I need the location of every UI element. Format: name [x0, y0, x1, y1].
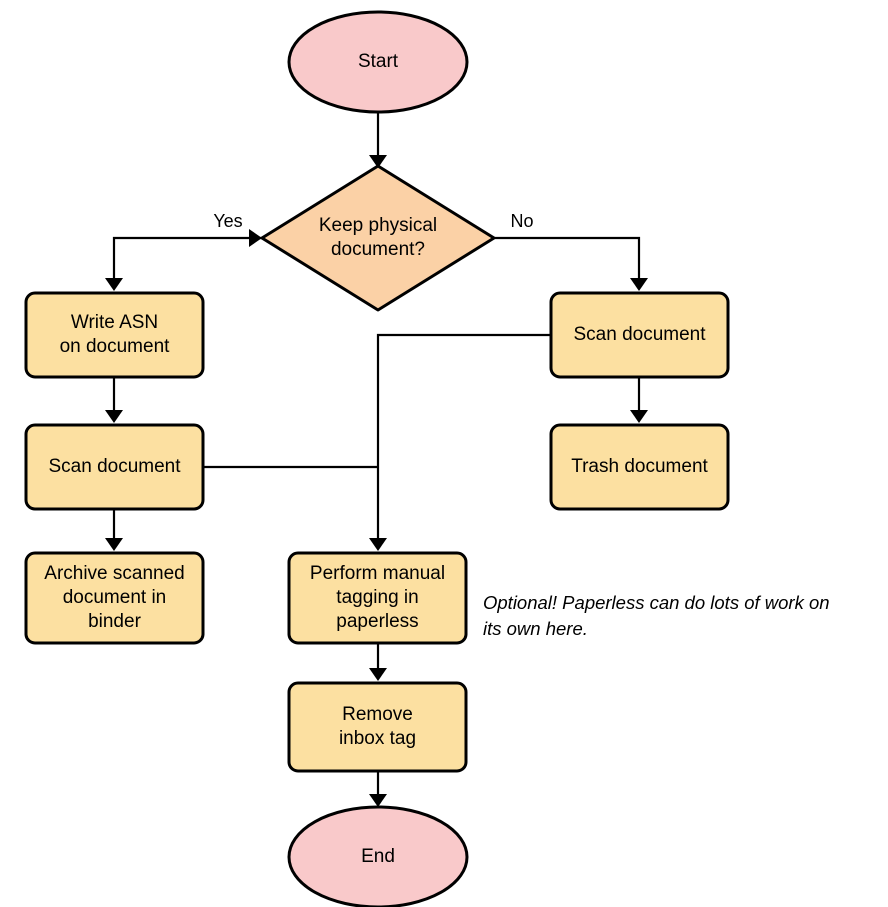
edge-scan-right-to-trash [630, 377, 648, 423]
node-scan-document-left[interactable]: Scan document [24, 423, 205, 511]
edge-decision-no-to-scan-right: No [494, 211, 648, 291]
node-label: Scan document [48, 456, 181, 477]
arrow-icon [369, 538, 387, 551]
node-shape[interactable] [24, 291, 205, 379]
edge-label-no: No [510, 211, 533, 231]
edges-layer: Yes No [105, 112, 648, 807]
edge-line [112, 236, 262, 287]
node-shape[interactable] [549, 423, 730, 511]
node-shape[interactable] [287, 10, 469, 114]
edge-line [376, 333, 551, 547]
edge-scan-right-to-tagging [369, 333, 551, 551]
node-shape[interactable] [287, 681, 468, 773]
edge-tagging-to-remove-inbox-tag [369, 643, 387, 681]
arrow-icon [105, 278, 123, 291]
arrow-icon [369, 668, 387, 681]
arrow-icon [630, 278, 648, 291]
annotation-optional-note: Optional! Paperless can do lots of work … [483, 592, 830, 639]
edge-scan-left-to-archive [105, 509, 123, 551]
node-shape[interactable] [549, 291, 730, 379]
arrow-icon [105, 538, 123, 551]
node-start[interactable]: Start [287, 10, 469, 114]
edge-start-to-decision [369, 112, 387, 168]
arrow-icon [105, 410, 123, 423]
edge-remove-inbox-tag-to-end [369, 771, 387, 807]
edge-label-yes: Yes [213, 211, 242, 231]
node-label: Start [358, 51, 399, 72]
arrow-icon [249, 229, 262, 247]
edge-decision-yes-to-write-asn: Yes [105, 211, 262, 291]
node-scan-document-right[interactable]: Scan document [549, 291, 730, 379]
node-shape[interactable] [24, 423, 205, 511]
node-trash-document[interactable]: Trash document [549, 423, 730, 511]
node-label: Trash document [571, 456, 708, 477]
node-shape[interactable] [287, 551, 468, 645]
edge-write-asn-to-scan-left [105, 377, 123, 423]
arrow-icon [369, 794, 387, 807]
node-shape[interactable] [260, 164, 496, 312]
arrow-icon [630, 410, 648, 423]
edge-line [494, 236, 641, 287]
node-label: Scan document [573, 324, 706, 345]
annotations-layer: Optional! Paperless can do lots of work … [483, 592, 830, 639]
node-shape[interactable] [24, 551, 205, 645]
node-shape[interactable] [287, 805, 469, 907]
node-end[interactable]: End [287, 805, 469, 907]
arrow-icon [369, 155, 387, 168]
node-label: End [361, 846, 395, 867]
